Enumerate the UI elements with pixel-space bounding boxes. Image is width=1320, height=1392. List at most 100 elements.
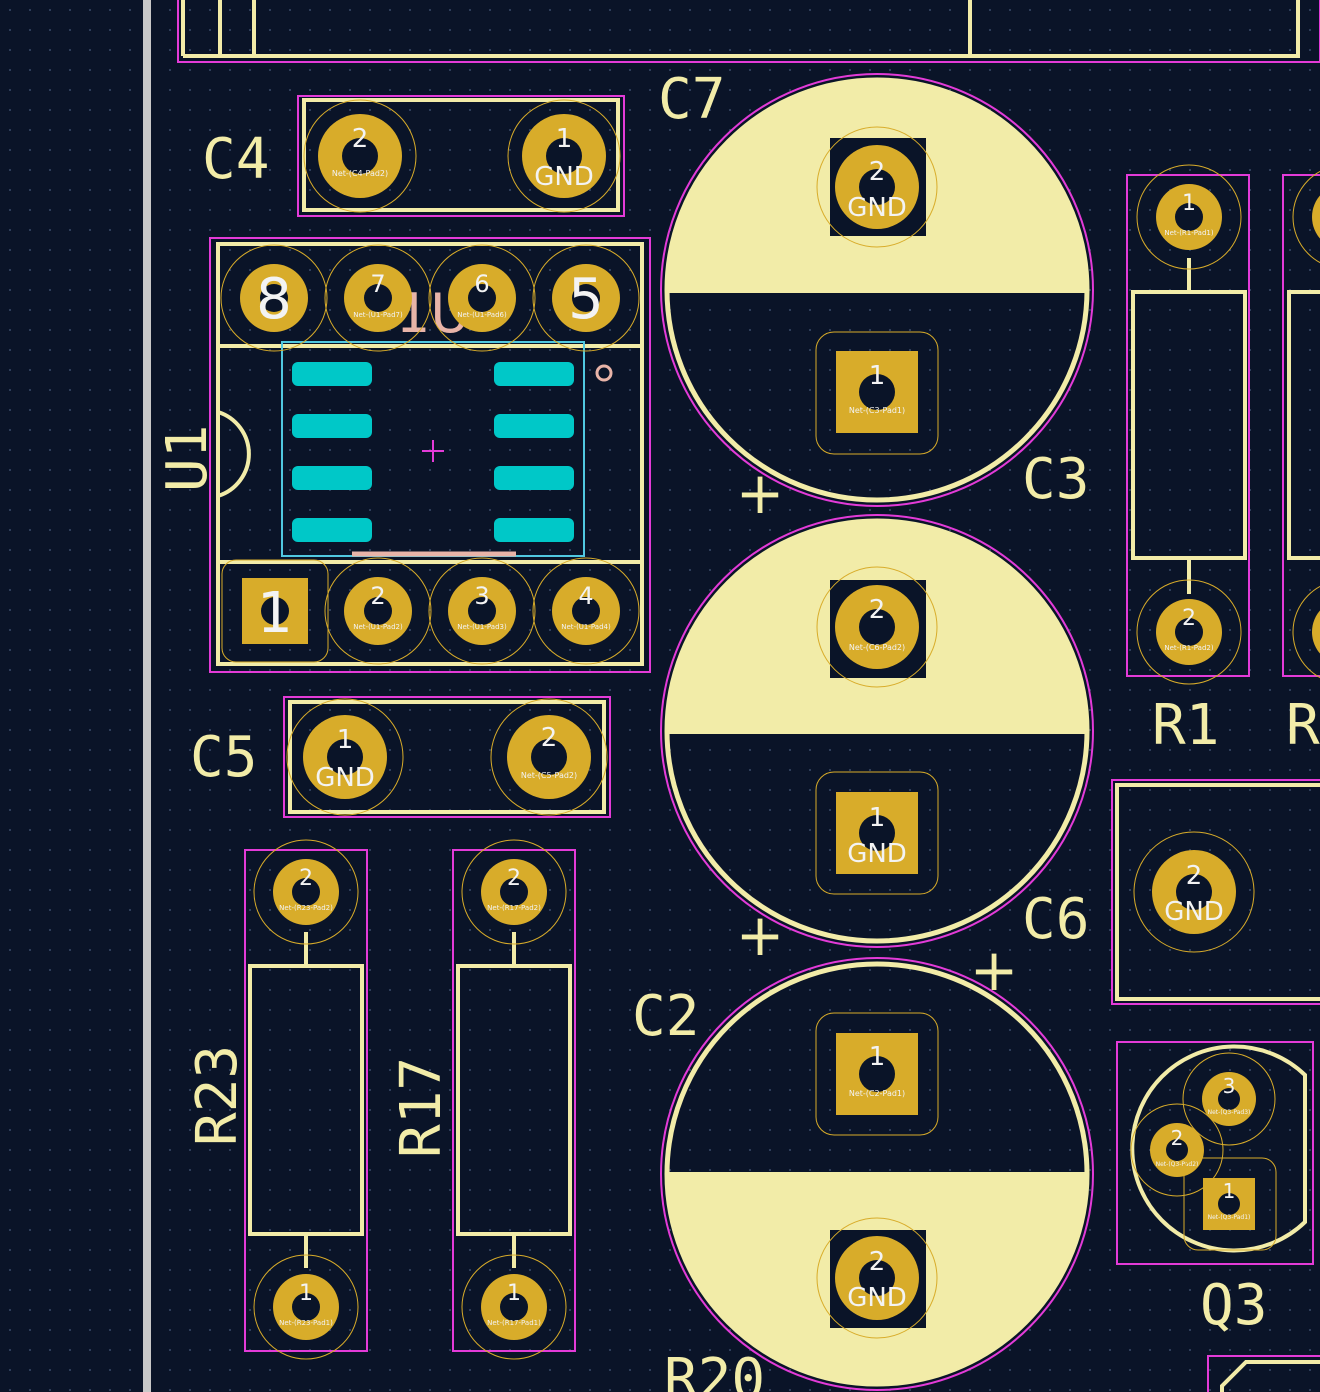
c3-pad-2[interactable]: 2 GND: [816, 126, 938, 248]
c3-pad-1-number: 1: [869, 361, 886, 391]
r-partial-pad-2[interactable]: [1312, 599, 1320, 665]
u1-pad-1-number: 1: [257, 581, 293, 646]
footprint-c3[interactable]: C7 C3 + 2 GND 1 Net-(C3-Pad1): [658, 67, 1094, 527]
footprint-c6[interactable]: C6 + 2 Net-(C6-Pad2) 1 GND: [660, 514, 1094, 969]
r-partial-pad-1-ring: [1292, 170, 1320, 264]
c5-pad-1[interactable]: 1 GND: [286, 698, 404, 816]
u1-pad-5[interactable]: 5: [532, 244, 640, 352]
c6-ref-label: C6: [1022, 887, 1089, 952]
u1-smd-pads[interactable]: [292, 362, 574, 542]
c4-pad-1-number: 1: [556, 124, 573, 154]
footprint-u1[interactable]: U1 1U 8 7 Net-(U1-Pad7): [155, 237, 651, 673]
r-partial-silkscreen: [1287, 290, 1320, 560]
c4-ref-label: C4: [202, 127, 269, 192]
footprint-r-partial[interactable]: R: [1282, 165, 1320, 758]
r-partial-pad-2-ring: [1292, 585, 1320, 679]
q3-courtyard: [1116, 1041, 1314, 1265]
r1-pad-2[interactable]: 2 Net-(R1-Pad2): [1136, 579, 1242, 685]
q3-ref-label: Q3: [1200, 1273, 1267, 1338]
c4-pad-2-number: 2: [352, 124, 369, 154]
r17-pad-1-number: 1: [507, 1281, 521, 1306]
q3-pad-1[interactable]: 1 Net-(Q3-Pad1): [1183, 1157, 1277, 1251]
r1-ref-label: R1: [1152, 693, 1219, 758]
c3-pad-1[interactable]: 1 Net-(C3-Pad1): [815, 331, 939, 455]
c4-pad-2-net: Net-(C4-Pad2): [332, 169, 388, 178]
c3-pad-2-net: GND: [847, 193, 907, 223]
footprint-q3[interactable]: Q3 3 Net-(Q3-Pad3) 2 Net-(Q3-Pad2) 1 Net…: [1116, 1041, 1314, 1338]
c6-pad-2[interactable]: 2 Net-(C6-Pad2): [816, 566, 938, 688]
r23-pad-1-net: Net-(R23-Pad1): [279, 1319, 333, 1327]
c3-pad-1-net: Net-(C3-Pad1): [849, 406, 905, 415]
u1-courtyard: [209, 237, 651, 673]
footprint-r17[interactable]: R17 2 Net-(R17-Pad2) 1 Net-(R17-Pad1): [389, 839, 576, 1360]
footprint-c4[interactable]: C4 2 Net-(C4-Pad2) 1 GND: [202, 95, 625, 217]
c2-silk-outline: [664, 961, 1090, 1387]
r17-silkscreen: [456, 932, 572, 1268]
c2-pad-2[interactable]: 2 GND: [816, 1217, 938, 1339]
c3-silk-outline: [664, 77, 1090, 503]
c2-pad-2-number: 2: [869, 1247, 886, 1277]
r23-pad-1[interactable]: 1 Net-(R23-Pad1): [253, 1254, 359, 1360]
u1-pad-4-net: Net-(U1-Pad4): [561, 623, 611, 631]
r23-silkscreen: [248, 932, 364, 1268]
u1-pad-6[interactable]: 6 Net-(U1-Pad6): [428, 244, 536, 352]
r23-courtyard: [244, 849, 368, 1352]
footprint-c5[interactable]: C5 1 GND 2 Net-(C5-Pad2): [190, 696, 611, 818]
u1-pad-7[interactable]: 7 Net-(U1-Pad7): [324, 244, 432, 352]
r17-ref-label: R17: [389, 1057, 454, 1158]
c3-ref-label: C3: [1022, 447, 1089, 512]
c4-pad-1-net: GND: [534, 162, 594, 192]
r-partial-pad-1[interactable]: [1312, 184, 1320, 250]
u1-pad-4[interactable]: 4 Net-(U1-Pad4): [532, 557, 640, 665]
u1-pad-1[interactable]: 1: [221, 559, 329, 663]
c6-pad-1[interactable]: 1 GND: [815, 771, 939, 895]
bottom-right-courtyard: [1207, 1355, 1320, 1392]
footprint-right-gnd-partial[interactable]: 2 GND: [1111, 779, 1320, 1005]
u1-pad-3[interactable]: 3 Net-(U1-Pad3): [428, 557, 536, 665]
c5-pad-2-net: Net-(C5-Pad2): [521, 771, 577, 780]
c2-pad-1[interactable]: 1 Net-(C2-Pad1): [815, 1012, 939, 1136]
q3-pad-3-net: Net-(Q3-Pad3): [1208, 1109, 1251, 1116]
r17-pad-1[interactable]: 1 Net-(R17-Pad1): [461, 1254, 567, 1360]
u1-pad-2-net: Net-(U1-Pad2): [353, 623, 403, 631]
q3-pad-2[interactable]: 2 Net-(Q3-Pad2): [1130, 1103, 1224, 1197]
u1-silkscreen: [216, 242, 644, 666]
top-courtyard: [177, 0, 1320, 63]
footprint-r23[interactable]: R23 2 Net-(R23-Pad2) 1 Net-(R23-Pad1): [185, 839, 368, 1360]
r1-pad-2-net: Net-(R1-Pad2): [1164, 644, 1213, 652]
footprint-top-partial[interactable]: [177, 0, 1320, 63]
r17-pad-2[interactable]: 2 Net-(R17-Pad2): [461, 839, 567, 945]
u1-pad-3-net: Net-(U1-Pad3): [457, 623, 507, 631]
c3-courtyard: [660, 73, 1094, 507]
u1-pad-2[interactable]: 2 Net-(U1-Pad2): [324, 557, 432, 665]
r23-pad-2[interactable]: 2 Net-(R23-Pad2): [253, 839, 359, 945]
c2-courtyard: [660, 957, 1094, 1391]
c5-pad-2[interactable]: 2 Net-(C5-Pad2): [490, 698, 608, 816]
c6-pad-2-number: 2: [869, 595, 886, 625]
u1-pad-6-number: 6: [474, 270, 489, 298]
c2-pad-1-net: Net-(C2-Pad1): [849, 1089, 905, 1098]
c4-courtyard: [297, 95, 625, 217]
footprint-c2[interactable]: C2 + 1 Net-(C2-Pad1) 2 GND: [632, 936, 1094, 1391]
r23-pad-2-number: 2: [299, 866, 313, 891]
u1-pin1-dot: [595, 364, 613, 382]
q3-pad-1-number: 1: [1223, 1179, 1236, 1203]
c5-courtyard: [283, 696, 611, 818]
footprint-r1[interactable]: R1 1 Net-(R1-Pad1) 2 Net-(R1-Pad2): [1126, 164, 1250, 758]
c4-pad-2[interactable]: 2 Net-(C4-Pad2): [303, 99, 417, 213]
r20-ref-label: R20: [664, 1347, 765, 1392]
c6-pad-1-number: 1: [869, 803, 886, 833]
r1-pad-1[interactable]: 1 Net-(R1-Pad1): [1136, 164, 1242, 270]
u1-pad-8[interactable]: 8: [220, 244, 328, 352]
c6-pad-1-net: GND: [847, 839, 907, 869]
q3-pad-3[interactable]: 3 Net-(Q3-Pad3): [1182, 1052, 1276, 1146]
u1-pad-6-net: Net-(U1-Pad6): [457, 311, 507, 319]
footprint-bottom-right-partial[interactable]: [1207, 1355, 1320, 1392]
right-gnd-pad-2[interactable]: 2 GND: [1133, 831, 1255, 953]
c4-pad-1[interactable]: 1 GND: [507, 99, 621, 213]
u1-pad-7-net: Net-(U1-Pad7): [353, 311, 403, 319]
c3-polarity-mark: +: [736, 459, 785, 527]
u1-ref-label: U1: [155, 425, 220, 492]
r-partial-courtyard: [1282, 174, 1320, 677]
